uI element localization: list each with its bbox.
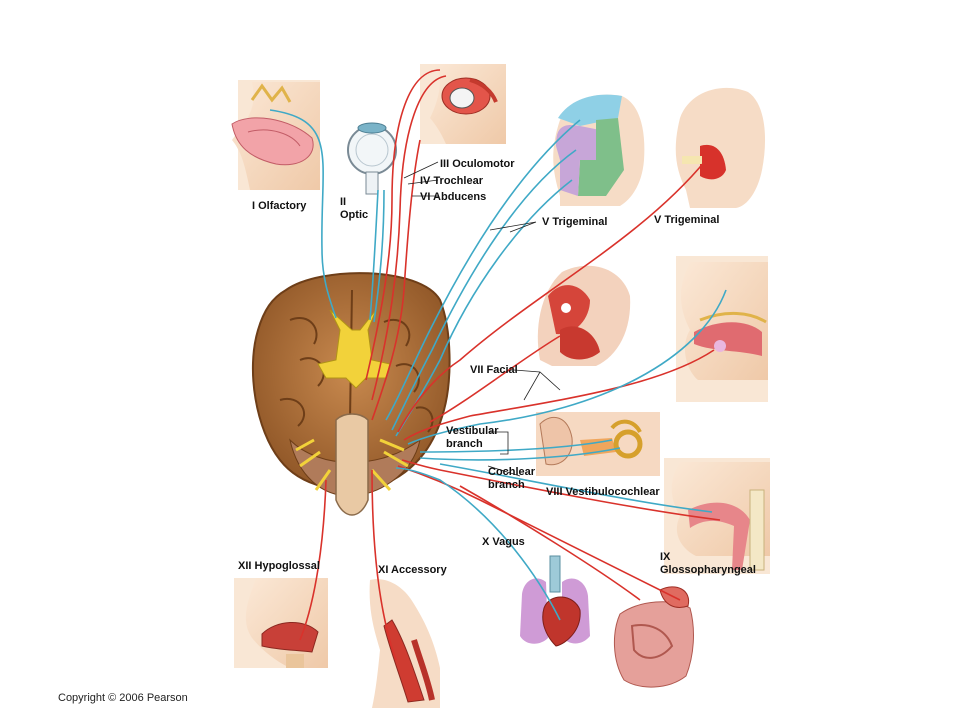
panel-throat: [664, 458, 770, 574]
label-hypoglossal: XII Hypoglossal: [238, 560, 320, 572]
panel-face-sensory: [553, 94, 645, 206]
label-optic-number: II: [340, 196, 347, 208]
panel-tongue: [234, 578, 328, 668]
label-facial: VII Facial: [470, 364, 518, 376]
label-olfactory: I Olfactory: [252, 200, 307, 212]
label-cochlear-1: Cochlear: [488, 466, 536, 478]
label-glossopharyngeal-number: IX: [660, 551, 671, 563]
label-trochlear: IV Trochlear: [420, 175, 483, 187]
brain-inferior-view: [252, 272, 451, 516]
panel-neck: [369, 579, 440, 708]
panel-thoracic: [520, 555, 590, 647]
panel-eye: [347, 122, 397, 195]
panel-ear: [536, 412, 660, 476]
label-abducens: VI Abducens: [420, 191, 487, 203]
panel-mouth-saliva: [676, 256, 768, 402]
nerve-paths: [269, 69, 727, 661]
label-vestibular-2: branch: [446, 438, 483, 450]
panel-jaw: [675, 87, 766, 208]
label-cochlear-2: branch: [488, 479, 525, 491]
label-vestibular-1: Vestibular: [446, 425, 499, 437]
panel-orbit: [420, 64, 506, 144]
label-vagus: X Vagus: [482, 536, 525, 548]
label-trigeminal-sensory: V Trigeminal: [542, 216, 608, 228]
label-optic: Optic: [340, 209, 369, 221]
label-accessory: XI Accessory: [378, 564, 447, 576]
label-oculomotor: III Oculomotor: [440, 158, 515, 170]
panel-facial-muscles: [537, 265, 631, 366]
label-vestibulocochlear: VIII Vestibulocochlear: [546, 486, 660, 498]
label-trigeminal-motor: V Trigeminal: [654, 214, 720, 226]
copyright-notice: Copyright © 2006 Pearson: [58, 692, 192, 704]
panel-nose: [231, 80, 320, 190]
label-glossopharyngeal: Glossopharyngeal: [660, 564, 756, 576]
panel-intestine: [613, 586, 694, 688]
